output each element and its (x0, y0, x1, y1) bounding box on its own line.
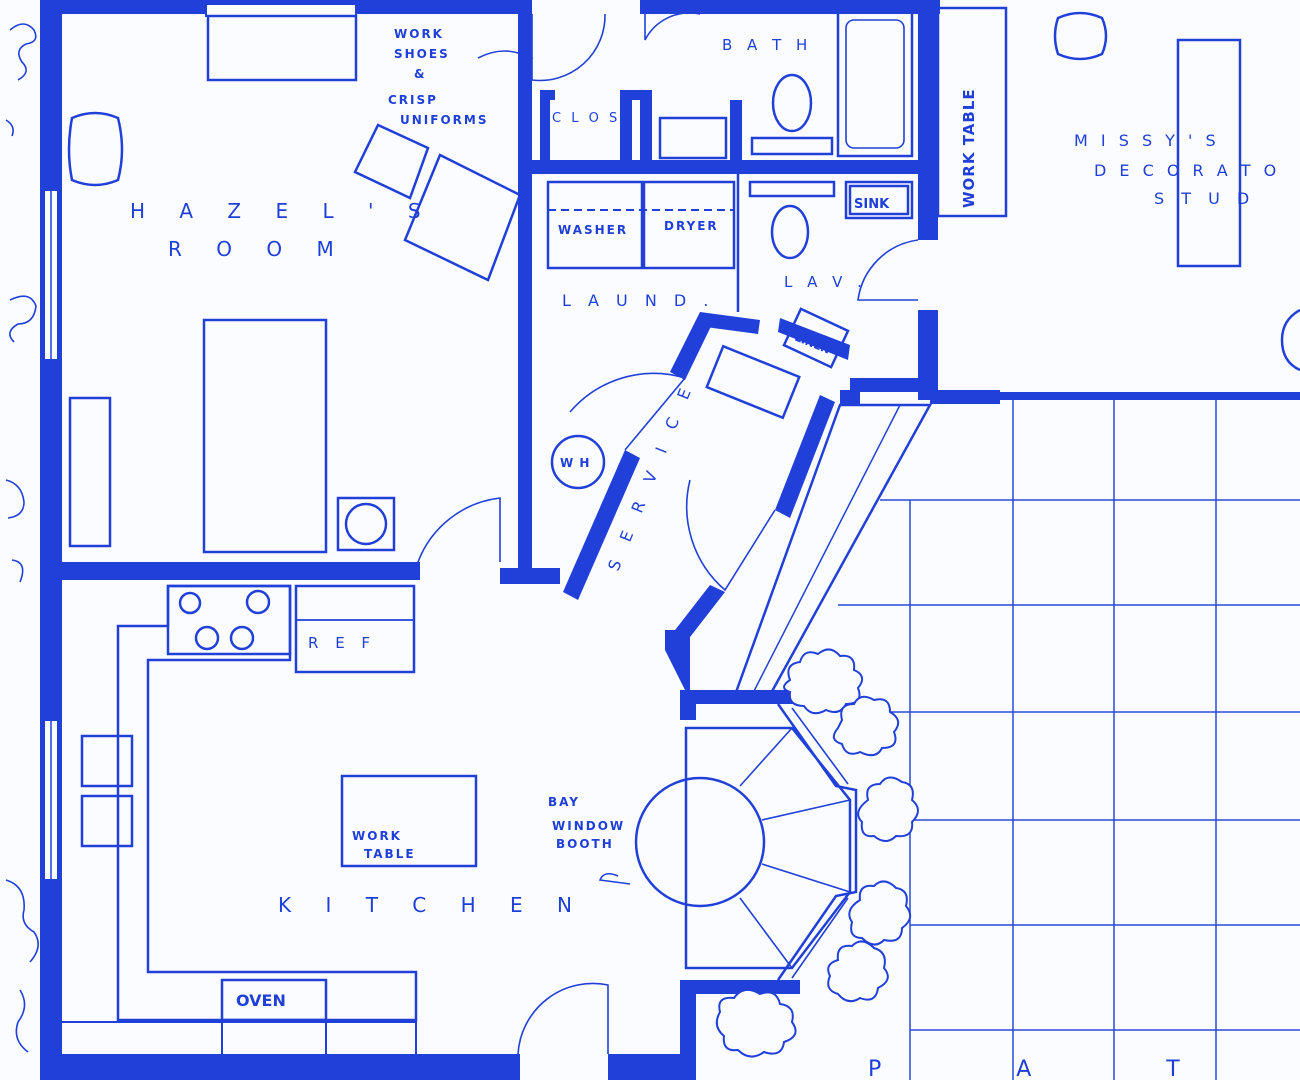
label-bay-1: BAY (548, 795, 580, 809)
shrub-2 (832, 695, 900, 757)
label-bay-3: BOOTH (556, 837, 614, 851)
walls (40, 0, 1300, 1080)
label-laund: L A U N D . (562, 291, 714, 310)
label-missys-1: M I S S Y ' S (1074, 131, 1220, 150)
patio-grid (838, 400, 1300, 1080)
label-work-table-1: WORK (352, 829, 402, 843)
shrub-1 (783, 648, 864, 715)
label-patio: P A T I O (868, 1057, 1300, 1080)
hazels-room-furniture (67, 14, 522, 563)
label-work-shoes-5: UNIFORMS (400, 113, 488, 127)
shrub-4 (848, 880, 912, 946)
label-work-shoes-2: SHOES (394, 47, 450, 61)
label-clos: C L O S . (552, 111, 634, 126)
label-hazels-room-2: R O O M (168, 237, 348, 261)
studio-furniture (1053, 11, 1300, 372)
bay-window-booth (598, 703, 858, 981)
label-kitchen: K I T C H E N (278, 893, 586, 917)
label-hazels-room: H A Z E L ' S (130, 199, 435, 223)
label-bath: B A T H (722, 36, 812, 54)
labels: H A Z E L ' S R O O M K I T C H E N B A … (130, 27, 1300, 1080)
label-ref: R E F (308, 634, 376, 652)
label-work-shoes-3: & (414, 67, 426, 81)
label-oven: OVEN (236, 991, 286, 1010)
shrub-5 (827, 940, 889, 1003)
label-lav: L A V . (784, 273, 867, 291)
label-bay-2: WINDOW (552, 819, 625, 833)
label-wh: W H (560, 456, 590, 470)
label-work-shoes-4: CRISP (388, 93, 438, 107)
label-missys-3: S T U D (1154, 189, 1255, 208)
label-sink: SINK (854, 197, 890, 212)
shrub-6 (715, 988, 797, 1058)
label-work-shoes-1: WORK (394, 27, 444, 41)
service-rooms (531, 6, 1008, 697)
windows (43, 3, 357, 881)
label-work-table-2: TABLE (364, 847, 416, 861)
landscape-outline (5, 23, 39, 1053)
shrub-3 (857, 776, 919, 842)
label-dryer: DRYER (664, 219, 719, 233)
arrow-work-shoes (477, 47, 534, 65)
label-work-table-vertical: WORK TABLE (960, 88, 978, 208)
label-missys-2: D E C O R A T O (1094, 161, 1280, 180)
kitchen-furniture (62, 584, 609, 1055)
shrubs (715, 648, 919, 1058)
label-washer: WASHER (558, 223, 628, 237)
